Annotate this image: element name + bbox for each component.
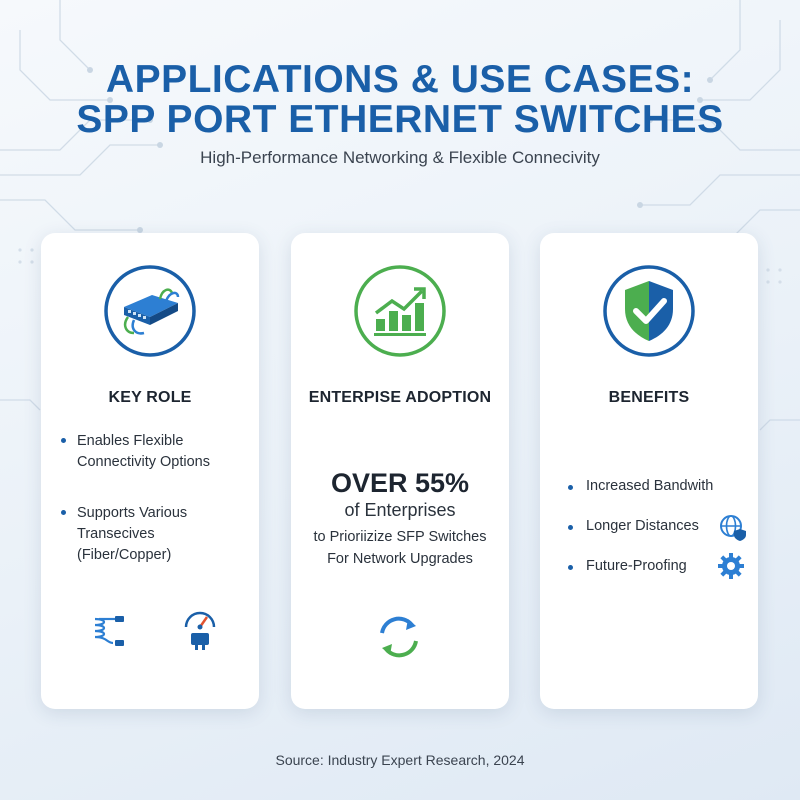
card-key-role: KEY ROLE Enables Flexible Connectivity O… — [41, 233, 259, 709]
shield-check-icon — [603, 265, 695, 357]
card-enterprise-adoption: ENTERPISE ADOPTION OVER 55% of Enterpris… — [291, 233, 509, 709]
globe-shield-icon — [720, 515, 746, 541]
refresh-cycle-icon — [380, 616, 418, 658]
copper-connector-gauge-icon — [184, 611, 216, 650]
card-title-key-role: KEY ROLE — [108, 389, 192, 406]
growth-chart-icon — [354, 265, 446, 357]
benefit-item-2: Longer Distances — [568, 518, 699, 534]
card-title-benefits: BENEFITS — [608, 389, 690, 406]
benefit-item-1: Increased Bandwith — [568, 478, 713, 494]
key-role-bullet-2: Supports Various Transecives (Fiber/Copp… — [61, 503, 251, 566]
card-benefits: BENEFITS Increased Bandwith Longer Dista… — [540, 233, 758, 709]
page-title-line-2: SPP PORT ETHERNET SWITCHES — [76, 98, 724, 141]
fiber-cable-icon — [94, 616, 124, 646]
adoption-stat-line-1: to Prioriizize SFP Switches — [313, 529, 487, 545]
bullet-dot — [568, 525, 573, 530]
bullet-dot — [61, 510, 66, 515]
benefit-item-3: Future-Proofing — [568, 558, 687, 574]
gear-icon — [718, 553, 744, 579]
bullet-dot — [568, 485, 573, 490]
bullet-dot — [61, 438, 66, 443]
network-switch-icon — [104, 265, 196, 357]
page-title-line-1: APPLICATIONS & USE CASES: — [105, 58, 695, 101]
source-note: Source: Industry Expert Research, 2024 — [275, 752, 525, 768]
adoption-stat-subtitle: of Enterprises — [344, 500, 456, 520]
key-role-bullet-1: Enables Flexible Connectivity Options — [61, 431, 251, 473]
card-title-enterprise-adoption: ENTERPISE ADOPTION — [308, 389, 492, 406]
adoption-stat-value: OVER 55% — [330, 468, 470, 498]
page-subtitle: High-Performance Networking & Flexible C… — [200, 148, 600, 167]
adoption-stat-line-2: For Network Upgrades — [327, 551, 473, 567]
bullet-dot — [568, 565, 573, 570]
